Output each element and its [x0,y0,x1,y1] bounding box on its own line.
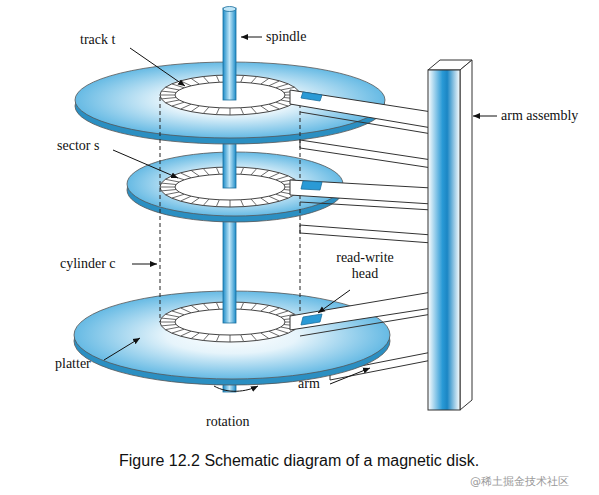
sector-tick [181,104,192,109]
sector-tick [281,87,295,90]
cylinder-label: cylinder c [60,256,116,272]
arm-label: arm [298,376,320,392]
figure-caption: Figure 12.2 Schematic diagram of a magne… [119,452,479,470]
sector-tick [172,194,185,198]
sector-tick [230,108,231,115]
rotation-label: rotation [206,414,250,430]
sector-tick [251,334,257,341]
sector-tick [269,308,280,313]
sector-tick [230,200,231,207]
sector-tick [161,98,176,99]
sector-tick [165,87,179,90]
sector-tick [276,102,289,106]
sector-tick [165,327,179,330]
sector-tick [165,192,179,195]
sector-tick [269,196,280,201]
sector-tick [269,331,280,336]
sector-tick [203,199,209,206]
sector-tick [216,75,219,82]
sector-tick [165,314,179,317]
sector-tick [241,108,244,115]
sector-tick [203,169,209,176]
sector-tick [269,104,280,109]
sector-tick [203,107,209,114]
watermark: @稀土掘金技术社区 [470,474,569,489]
sector-tick [241,167,244,174]
sector-tick [191,170,199,176]
read-write-head-label: read-write head [330,250,400,282]
sector-tick [172,329,185,333]
sector-tick [216,200,219,207]
sector-tick [203,77,209,84]
sector-tick [269,81,280,86]
sector-tick [261,78,269,84]
sector-tick [181,331,192,336]
sector-tick [276,311,289,315]
sector-tick [251,169,257,176]
sector-tick [251,304,257,311]
sector-tick [241,302,244,309]
sector-tick [160,322,175,323]
sector-tick [276,329,289,333]
sector-tick [261,170,269,176]
platter-label: platter [55,356,91,372]
sector-tick [181,308,192,313]
sector-tick [276,176,289,180]
sector-tick [161,91,176,92]
track-label: track t [80,32,115,48]
sector-tick [241,335,244,342]
sector-tick [251,107,257,114]
sector-tick [251,199,257,206]
sector-tick [261,305,269,311]
sector-tick [191,333,199,339]
sector-tick [216,335,219,342]
sector-tick [191,305,199,311]
sector-tick [161,183,176,184]
sector-tick [216,302,219,309]
sector-tick [160,187,175,188]
sector-tick [251,77,257,84]
sector-tick [241,75,244,82]
sector-tick [241,200,244,207]
sector-tick [191,78,199,84]
sector-tick [203,334,209,341]
sector-tick [216,108,219,115]
sector-tick [261,198,269,204]
sector-tick [191,106,199,112]
sector-tick [181,173,192,178]
sector-tick [165,100,179,103]
sector-tick [161,318,176,319]
sector-tick [261,333,269,339]
arm-assembly-label: arm assembly [501,108,578,124]
spindle-label: spindle [266,29,306,45]
sector-tick [172,102,185,106]
sector-tick [269,173,280,178]
sector-tick [230,335,231,342]
sector-tick [161,190,176,191]
sector-tick [261,106,269,112]
sector-tick [165,179,179,182]
sector-tick [276,194,289,198]
sector-tick [276,84,289,88]
sector-tick [172,311,185,315]
sector-tick [203,304,209,311]
sector-tick [161,325,176,326]
sector-tick [191,198,199,204]
sector-tick [216,167,219,174]
sector-tick [181,81,192,86]
sector-label: sector s [57,138,99,154]
sector-tick [160,95,175,96]
sector-tick [181,196,192,201]
